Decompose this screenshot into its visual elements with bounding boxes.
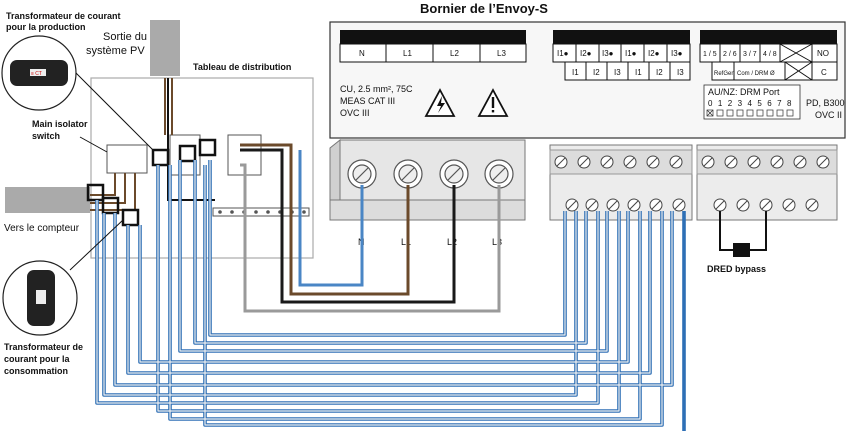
terminal-label-l2: L2 xyxy=(447,237,457,247)
ct-production-label-1: Transformateur de courant xyxy=(6,11,121,21)
main-isolator-switch xyxy=(106,144,148,174)
pv-output-conduit xyxy=(150,20,180,76)
dred-cell-top-1: 1 / 5 xyxy=(703,51,717,58)
ct-cell-top-5: I2● xyxy=(648,49,660,58)
ct-consumption-label-2: courant pour la xyxy=(4,354,70,364)
l2-wire xyxy=(240,148,456,304)
terminal-label-l1: L1 xyxy=(401,237,411,247)
power-header-n: N xyxy=(359,49,365,58)
power-spec-3: OVC III xyxy=(340,108,370,118)
dred-cell-top-5: NO xyxy=(817,49,829,58)
ct-consumption-label-3: consommation xyxy=(4,366,68,376)
ct-cell-bottom-3: I3 xyxy=(614,68,621,77)
meter-conduit xyxy=(5,187,90,213)
ct-cell-bottom-6: I3 xyxy=(677,68,684,77)
drm-port-block: AU/NZ: DRM Port 0 1 2 3 4 5 6 7 8 xyxy=(703,84,801,120)
isolator-label-1: Main isolator xyxy=(32,119,88,129)
ct-signal-wires xyxy=(95,160,686,431)
ct-cell-top-6: I3● xyxy=(671,49,683,58)
dred-header: 1 / 5 2 / 6 3 / 7 4 / 8 NO RefGen Com / … xyxy=(699,30,838,81)
dred-cell-bottom-3: C xyxy=(821,68,827,77)
power-spec-2: MEAS CAT III xyxy=(340,96,395,106)
l3-wire xyxy=(240,163,501,313)
neutral-busbar xyxy=(212,207,310,217)
pd-label-1: PD, B300 xyxy=(806,98,845,108)
high-voltage-warning-icon xyxy=(424,88,456,117)
diagram-title: Bornier de l’Envoy-S xyxy=(420,1,548,16)
ct-production-label-2: pour la production xyxy=(6,22,86,32)
pd-label-2: OVC II xyxy=(815,110,842,120)
dred-cell-bottom-1: RefGen xyxy=(714,71,735,77)
dred-bypass-label: DRED bypass xyxy=(707,264,766,274)
dred-cell-bottom-2: Com / DRM Ø xyxy=(737,71,775,77)
neutral-wire xyxy=(298,150,364,287)
dred-cell-top-3: 3 / 7 xyxy=(743,51,757,58)
ct-terminal-block xyxy=(549,144,693,221)
isolator-label-2: switch xyxy=(32,131,60,141)
ct-production-device-text: ≡ CT xyxy=(31,71,42,77)
isolator-pointer xyxy=(79,136,108,153)
power-header-l3: L3 xyxy=(497,49,506,58)
drm-port-numbers: 0 1 2 3 4 5 6 7 8 xyxy=(708,99,793,108)
caution-warning-icon xyxy=(477,88,509,117)
ct-consumption-label-1: Transformateur de xyxy=(4,342,83,352)
ct-cell-bottom-5: I2 xyxy=(656,68,663,77)
ct-cell-top-3: I3● xyxy=(602,49,614,58)
ct-cell-bottom-1: I1 xyxy=(572,68,579,77)
terminal-label-l3: L3 xyxy=(492,237,502,247)
ct-cell-bottom-2: I2 xyxy=(593,68,600,77)
ct-consumption-callout xyxy=(2,219,124,336)
dred-terminal-block xyxy=(696,144,838,221)
meter-label: Vers le compteur xyxy=(4,223,80,234)
ct-cell-top-4: I1● xyxy=(625,49,637,58)
power-header-l1: L1 xyxy=(403,49,412,58)
pv-line-wires xyxy=(164,78,173,135)
panel-label: Tableau de distribution xyxy=(193,62,291,72)
pv-output-label-1: Sortie du xyxy=(103,31,147,43)
pv-neutral-wire xyxy=(167,78,215,201)
l1-wire xyxy=(240,143,410,296)
drm-port-title: AU/NZ: DRM Port xyxy=(708,87,780,97)
dred-bypass-wire xyxy=(719,211,767,257)
power-terminal-block xyxy=(329,138,526,221)
ct-cell-bottom-4: I1 xyxy=(635,68,642,77)
ct-cell-top-2: I2● xyxy=(580,49,592,58)
power-header-l2: L2 xyxy=(450,49,459,58)
pv-output-label-2: système PV xyxy=(86,45,145,57)
power-spec-1: CU, 2.5 mm², 75C xyxy=(340,84,413,94)
power-header: N L1 L2 L3 xyxy=(339,30,527,63)
ct-cell-top-1: I1● xyxy=(557,49,569,58)
ct-header: I1● I2● I3● I1● I2● I3● I1 I2 I3 I1 I2 I… xyxy=(552,30,691,81)
ct-production-callout: ≡ CT xyxy=(1,35,154,151)
dred-cell-top-4: 4 / 8 xyxy=(763,51,777,58)
ct-clamps xyxy=(86,138,217,227)
dred-cell-top-2: 2 / 6 xyxy=(723,51,737,58)
